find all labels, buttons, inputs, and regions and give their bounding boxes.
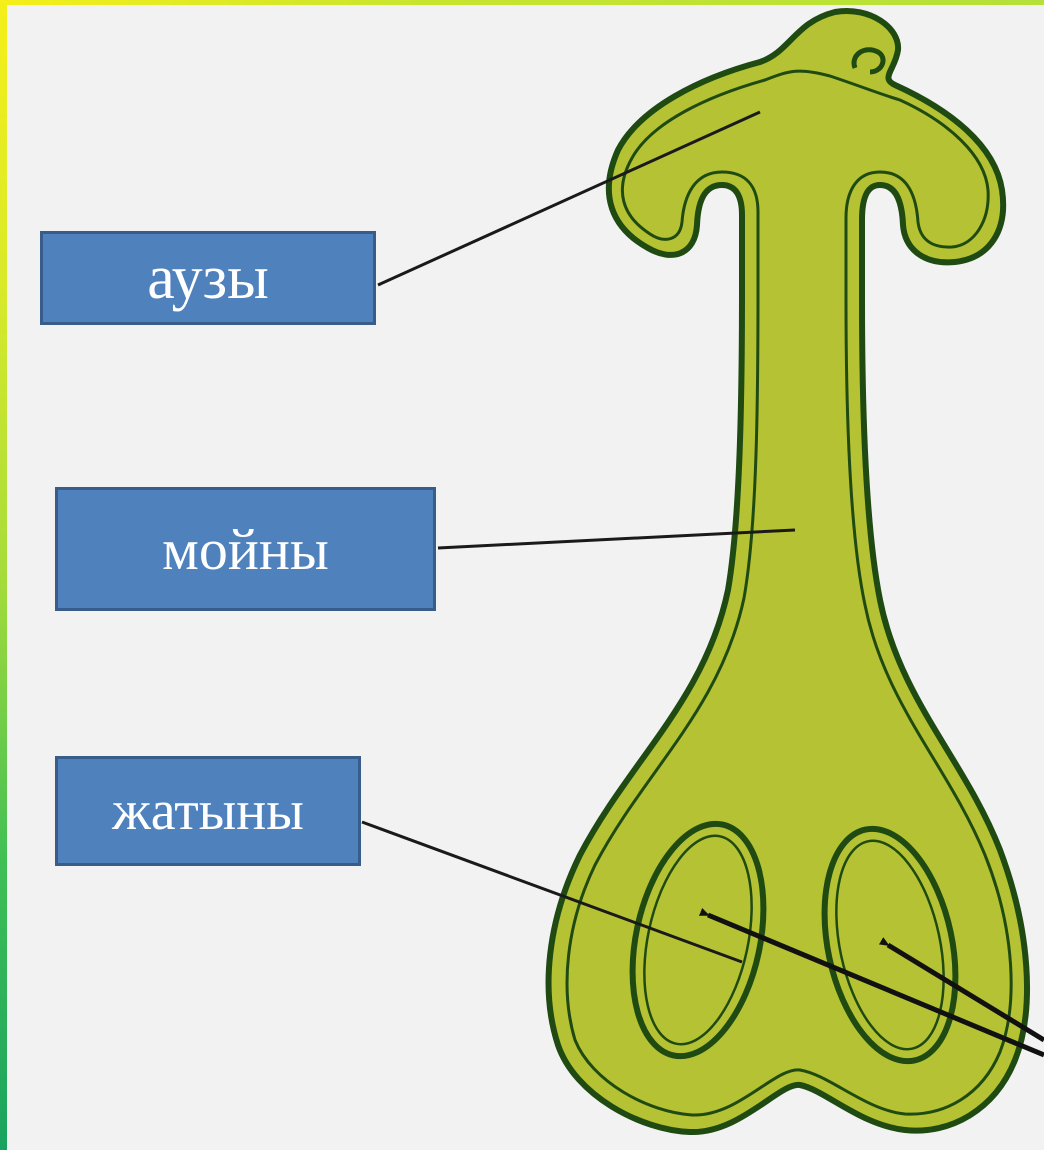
label-box-belly: жатыны (55, 756, 361, 866)
label-belly: жатыны (112, 779, 304, 843)
label-mouth: аузы (147, 243, 269, 314)
label-box-neck: мойны (55, 487, 436, 611)
label-neck: мойны (162, 516, 329, 583)
label-box-mouth: аузы (40, 231, 376, 325)
